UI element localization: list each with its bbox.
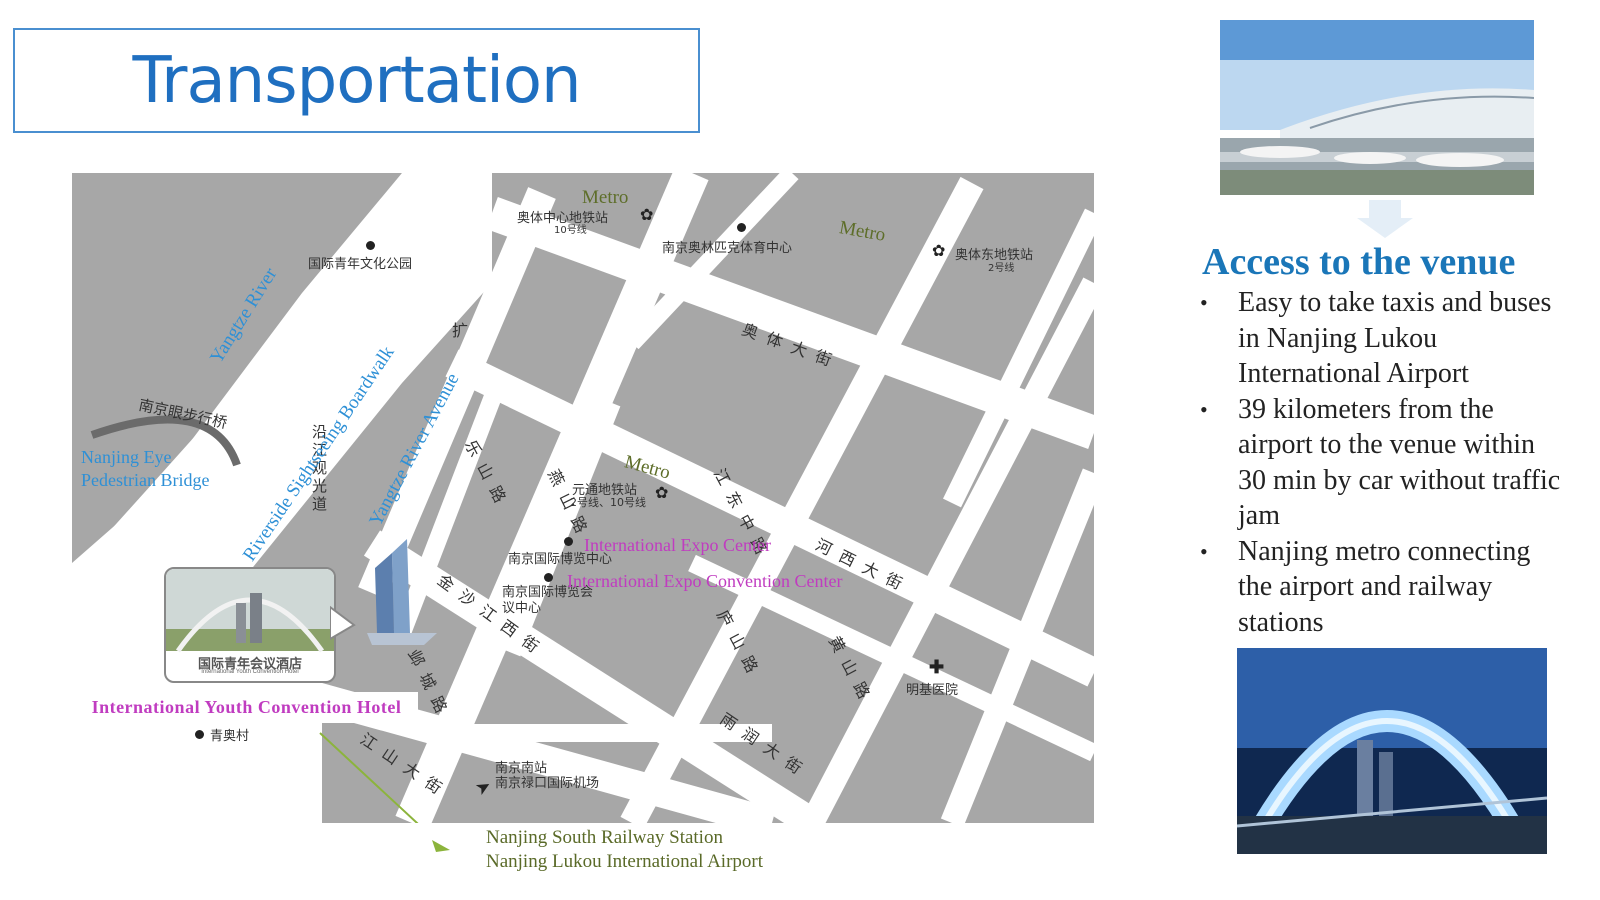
hospital-cross-icon: ✚ — [929, 657, 945, 677]
road-huangshan — [801, 277, 1094, 823]
area-map: Metro Metro Metro 奥体中心地铁站 10号线 ✿ ✿ 奥体东地铁… — [72, 173, 1094, 823]
station-line: 2号线 — [988, 263, 1015, 274]
bridge-photo — [1237, 648, 1547, 854]
road-yanshan — [503, 399, 621, 657]
hotel-tower — [392, 539, 410, 633]
place-dot — [544, 573, 553, 582]
title-box: Transportation — [13, 28, 700, 133]
place-hospital: 明基医院 — [906, 683, 959, 698]
place-dot — [366, 241, 375, 250]
airport-photo — [1220, 20, 1534, 195]
label-expo-convention: International Expo Convention Center — [567, 571, 843, 591]
place-dot — [195, 730, 204, 739]
route-line — [319, 732, 419, 823]
road-label-kuo: 扩 — [452, 321, 469, 340]
inset-hotel-name-en: International Youth Convention Hotel — [201, 669, 299, 675]
road-jiangdong — [395, 173, 709, 823]
metro-station-icon: ✿ — [655, 485, 669, 502]
road-lushan — [620, 176, 984, 823]
river-bank — [72, 173, 472, 733]
eye-bridge-arc — [90, 415, 241, 467]
station-line: 10号线 — [554, 225, 587, 236]
access-bullet-list: Easy to take taxis and buses in Nanjing … — [1200, 285, 1570, 640]
arrow-icon — [432, 840, 450, 852]
road-hexi — [445, 349, 1094, 687]
metro-station-icon: ✿ — [932, 243, 946, 260]
hotel-inset: 国际青年会议酒店 International Youth Convention … — [164, 567, 336, 683]
place-boardwalk-cn: 沿江观光道 — [312, 423, 328, 513]
station-yuantong: 元通地铁站 — [572, 483, 638, 498]
label-eye-bridge: Pedestrian Bridge — [81, 470, 210, 490]
label-eye-bridge: Nanjing Eye — [81, 447, 172, 467]
place-dot — [737, 223, 746, 232]
label-expo-center: International Expo Center — [584, 535, 771, 555]
destinations: Nanjing South Railway Station Nanjing Lu… — [486, 826, 763, 874]
place-lukou-cn: 南京禄口国际机场 — [495, 776, 600, 791]
metro-label: Metro — [582, 187, 629, 208]
road-avenue — [358, 187, 556, 599]
callout-pointer — [330, 605, 356, 641]
place-south-station-cn: 南京南站 — [495, 761, 548, 776]
destination-lukou-airport: Nanjing Lukou International Airport — [486, 851, 764, 872]
road-jinsha — [363, 530, 821, 823]
road-mid — [688, 554, 1094, 762]
destination-south-station: Nanjing South Railway Station — [486, 827, 723, 848]
hotel-label: International Youth Convention Hotel — [75, 692, 418, 723]
page-title: Transportation — [132, 43, 581, 118]
access-bullet: Easy to take taxis and buses in Nanjing … — [1200, 285, 1570, 392]
road-north — [625, 173, 799, 350]
hotel-inset-photo — [166, 569, 334, 653]
access-bullet: Nanjing metro connecting the airport and… — [1200, 534, 1570, 641]
place-dot — [564, 537, 573, 546]
access-bullet: 39 kilometers from the airport to the ve… — [1200, 392, 1570, 534]
inset-hotel-name-cn: 国际青年会议酒店 — [197, 657, 302, 672]
place-expo-convention-cn: 南京国际博览会议中心 — [502, 585, 594, 616]
road-leshan — [393, 369, 511, 637]
station-line: 2号线、10号线 — [570, 496, 646, 509]
road-east — [940, 468, 1094, 823]
place-qingaocun: 青奥村 — [210, 729, 250, 744]
station-aoti-center: 奥体中心地铁站 — [517, 211, 609, 226]
place-expo-center-cn: 南京国际博览中心 — [508, 552, 613, 567]
place-olympic-center: 南京奥林匹克体育中心 — [662, 241, 793, 256]
place-youth-park: 国际青年文化公园 — [308, 257, 413, 272]
hotel-label-text: International Youth Convention Hotel — [91, 697, 402, 717]
road-ne — [943, 208, 1094, 508]
access-title: Access to the venue — [1202, 241, 1516, 283]
station-aoti-east: 奥体东地铁站 — [955, 248, 1034, 263]
metro-station-icon: ✿ — [640, 207, 654, 224]
down-arrow-icon — [1357, 200, 1413, 238]
